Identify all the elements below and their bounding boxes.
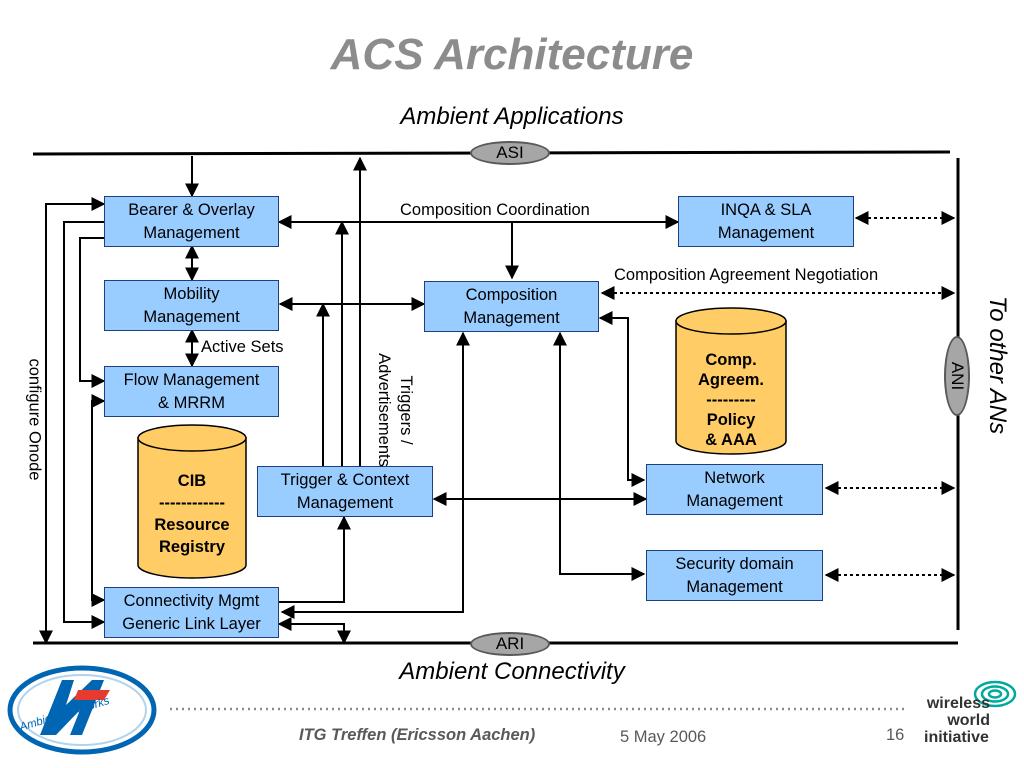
footer-date: 5 May 2006 (620, 728, 707, 746)
composition-agreement-negotiation-label: Composition Agreement Negotiation (614, 266, 879, 284)
comp-agreem-cylinder (675, 307, 787, 455)
active-sets-label: Active Sets (201, 338, 284, 356)
wwi-line1: wireless (926, 695, 990, 712)
cib-cylinder (137, 424, 247, 579)
page-title: ACS Architecture (330, 30, 694, 79)
ambient-connectivity-label: Ambient Connectivity (399, 658, 625, 685)
wwi-logo: wireless world initiative (922, 695, 990, 746)
composition-coordination-label: Composition Coordination (400, 201, 590, 219)
ambient-applications-label: Ambient Applications (400, 103, 624, 130)
composition-management-box: Composition Management (424, 281, 599, 332)
page-number: 16 (886, 726, 905, 744)
bearer-overlay-management-box: Bearer & Overlay Management (104, 196, 279, 247)
footer-event: ITG Treffen (Ericsson Aachen) (299, 726, 536, 744)
network-management-box: Network Management (646, 464, 823, 515)
ari-interface: ARI (470, 632, 550, 656)
inqa-sla-management-box: INQA & SLA Management (678, 196, 854, 247)
wwi-line3: initiative (924, 729, 989, 746)
configure-onode-label: configure Onode (25, 358, 44, 481)
comp-agreem-cylinder-label: Comp. Agreem. --------- Policy & AAA (697, 351, 765, 449)
ani-interface: ANI (944, 336, 970, 416)
ambient-networks-logo (7, 665, 157, 755)
trigger-context-management-box: Trigger & Context Management (257, 466, 433, 517)
wwi-line2: world (947, 712, 990, 729)
flow-management-box: Flow Management & MRRM (104, 366, 279, 417)
wwi-swirl-icon (973, 680, 1017, 708)
cib-cylinder-label: CIB ------------ Resource Registry (154, 472, 230, 556)
to-other-ans-label: To other ANs (984, 295, 1011, 435)
mobility-management-box: Mobility Management (104, 280, 279, 331)
asi-interface: ASI (470, 141, 550, 165)
security-domain-management-box: Security domain Management (646, 550, 823, 601)
connectivity-mgmt-box: Connectivity Mgmt Generic Link Layer (104, 587, 279, 638)
triggers-advertisements-label: Triggers / Advertisements (375, 353, 415, 467)
